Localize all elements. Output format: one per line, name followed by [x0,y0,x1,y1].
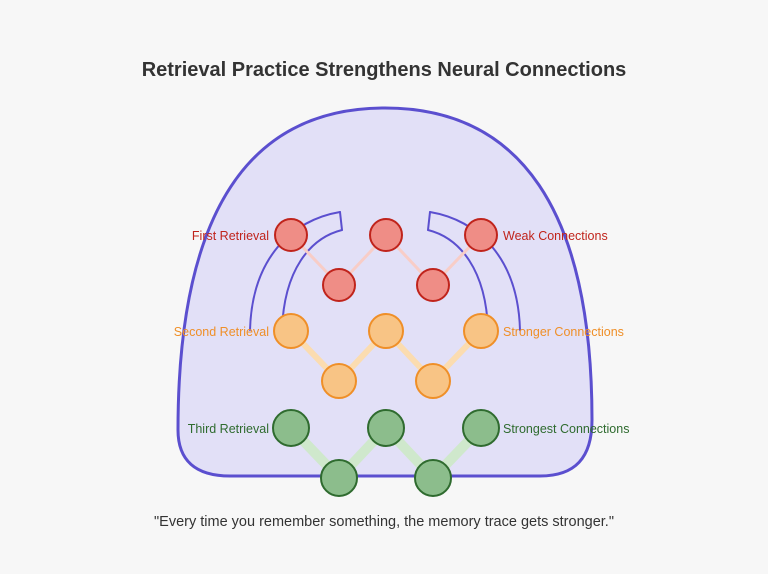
figure-caption: "Every time you remember something, the … [154,514,614,530]
page-title: Retrieval Practice Strengthens Neural Co… [142,59,627,81]
retrieval-row-1: First Retrieval Weak Connections [192,218,608,302]
neuron-node[interactable] [369,218,403,252]
neuron-node[interactable] [273,313,309,349]
retrieval-stage-label: First Retrieval [192,229,269,243]
neuron-node[interactable] [322,268,356,302]
brain-fold-left-outer [249,211,341,331]
neuron-node[interactable] [321,363,357,399]
neuron-node[interactable] [368,313,404,349]
neuron-node[interactable] [274,218,308,252]
brain-fold-right-inner [427,229,489,331]
retrieval-row-3: Third Retrieval Strongest Connections [188,409,629,497]
neuron-node[interactable] [462,409,500,447]
brain-fold-left-inner [281,229,343,331]
brain-illustration [176,106,594,478]
brain-fold-left-cap [339,211,343,231]
neuron-node[interactable] [272,409,310,447]
neuron-node[interactable] [416,268,450,302]
retrieval-stage-label: Second Retrieval [174,325,269,339]
neuron-node[interactable] [367,409,405,447]
connection-strength-label: Stronger Connections [503,325,624,339]
neuron-node[interactable] [463,313,499,349]
neuron-node[interactable] [415,363,451,399]
connection-strength-label: Weak Connections [503,229,608,243]
brain-body [176,106,594,478]
brain-fold-right-cap [427,211,431,231]
retrieval-stage-label: Third Retrieval [188,422,269,436]
neuron-node[interactable] [464,218,498,252]
connection-strength-label: Strongest Connections [503,422,629,436]
neuron-node[interactable] [320,459,358,497]
neuron-node[interactable] [414,459,452,497]
retrieval-row-2: Second Retrieval Stronger Connections [174,313,624,399]
